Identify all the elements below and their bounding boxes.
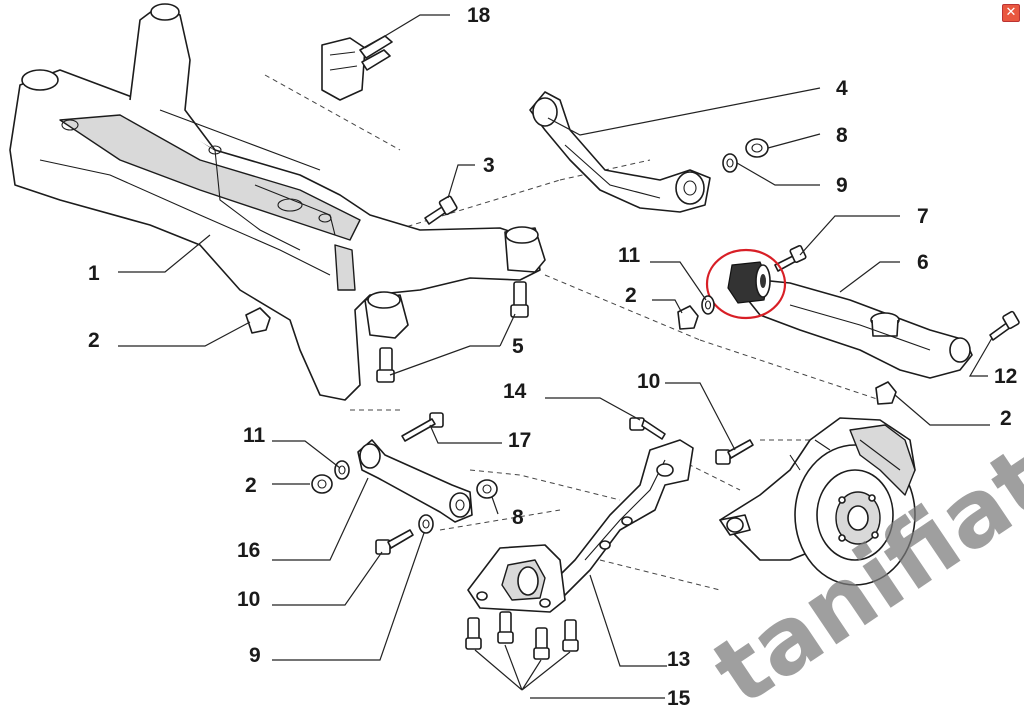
bushing-2-mid bbox=[677, 305, 699, 330]
nut-2-left bbox=[311, 474, 333, 494]
bolt-5 bbox=[376, 281, 529, 383]
callout-18: 18 bbox=[467, 4, 491, 27]
rear-subframe bbox=[9, 3, 546, 401]
bolt-12 bbox=[989, 310, 1020, 341]
link-rod bbox=[357, 439, 473, 523]
bolt-10-lower bbox=[375, 529, 414, 555]
callout-11-mid: 11 bbox=[618, 244, 641, 267]
highlighted-bushing bbox=[705, 248, 787, 320]
callout-3: 3 bbox=[483, 154, 495, 177]
callout-11-left: 11 bbox=[243, 424, 266, 447]
callout-5: 5 bbox=[512, 335, 524, 358]
callout-13: 13 bbox=[667, 648, 690, 671]
callout-1: 1 bbox=[88, 262, 100, 285]
callout-2-mid: 2 bbox=[625, 284, 637, 307]
upper-control-arm bbox=[529, 91, 711, 213]
callout-15: 15 bbox=[667, 687, 691, 710]
callout-7: 7 bbox=[917, 205, 929, 228]
callout-8-upper: 8 bbox=[836, 124, 848, 147]
callout-9-lower: 9 bbox=[249, 644, 261, 667]
lower-control-arm bbox=[747, 279, 973, 379]
trailing-arm bbox=[467, 439, 694, 613]
callout-2-right: 2 bbox=[1000, 407, 1012, 430]
highlight-circle bbox=[705, 248, 787, 320]
bushing-2-right bbox=[875, 381, 897, 405]
assembly-guide-lines bbox=[264, 74, 881, 591]
callout-9-upper: 9 bbox=[836, 174, 848, 197]
sensor-bracket bbox=[321, 35, 393, 101]
bolt-10-upper bbox=[715, 439, 754, 465]
callout-2-lower: 2 bbox=[245, 474, 257, 497]
nut-8-lower bbox=[476, 479, 498, 499]
callout-10-upper: 10 bbox=[637, 370, 660, 393]
washer-9-upper bbox=[722, 153, 738, 173]
bolt-3 bbox=[424, 195, 458, 225]
bushing-2-left bbox=[245, 307, 271, 334]
bolt-14 bbox=[629, 417, 666, 440]
callout-12: 12 bbox=[994, 365, 1017, 388]
callout-16: 16 bbox=[237, 539, 260, 562]
bolts-15 bbox=[465, 611, 579, 660]
close-button[interactable]: ✕ bbox=[1002, 4, 1020, 22]
nut-8-upper bbox=[745, 138, 769, 158]
callout-labels: 18 4 8 3 9 7 6 11 2 1 2 5 12 10 14 2 11 … bbox=[88, 4, 1017, 710]
bolt-17 bbox=[401, 412, 444, 442]
callout-4: 4 bbox=[836, 77, 848, 100]
washer-11-left bbox=[334, 460, 350, 480]
leader-lines bbox=[118, 14, 993, 699]
callout-6: 6 bbox=[917, 251, 929, 274]
callout-2-left: 2 bbox=[88, 329, 100, 352]
wheel-hub-assembly bbox=[719, 417, 916, 586]
callout-17: 17 bbox=[508, 429, 531, 452]
washer-9-lower bbox=[418, 514, 434, 534]
callout-14: 14 bbox=[503, 380, 527, 403]
callout-10-lower: 10 bbox=[237, 588, 260, 611]
callout-8-lower: 8 bbox=[512, 506, 524, 529]
washer-11-mid bbox=[701, 295, 715, 315]
